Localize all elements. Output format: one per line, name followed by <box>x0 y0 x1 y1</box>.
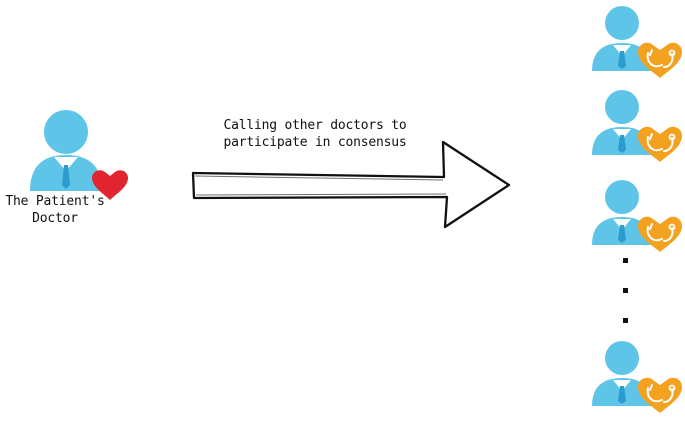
patient-doctor-icon <box>30 110 128 200</box>
doctor-4-icon <box>592 341 682 413</box>
person-figure <box>30 110 102 191</box>
patient-doctor-label-line1: The Patient's <box>5 194 105 209</box>
stethoscope-heart-icon <box>638 216 682 252</box>
heart-icon <box>92 170 128 200</box>
vertical-ellipsis-icon <box>623 258 628 323</box>
person-figure <box>592 180 652 245</box>
stethoscope-heart-icon <box>638 42 682 78</box>
arrow-label-line2: participate in consensus <box>223 135 407 150</box>
arrow-label-line1: Calling other doctors to <box>223 118 407 133</box>
patient-doctor-label: The Patient's Doctor <box>0 193 110 227</box>
doctor-2-icon <box>592 90 682 162</box>
right-arrow-icon <box>191 140 511 229</box>
doctor-1-icon <box>592 6 682 78</box>
person-figure <box>592 6 652 71</box>
person-figure <box>592 90 652 155</box>
patient-doctor-label-line2: Doctor <box>32 211 78 226</box>
doctor-3-icon <box>592 180 682 252</box>
stethoscope-heart-icon <box>638 377 682 413</box>
person-figure <box>592 341 652 406</box>
arrow-label: Calling other doctors to participate in … <box>180 117 450 151</box>
stethoscope-heart-icon <box>638 126 682 162</box>
